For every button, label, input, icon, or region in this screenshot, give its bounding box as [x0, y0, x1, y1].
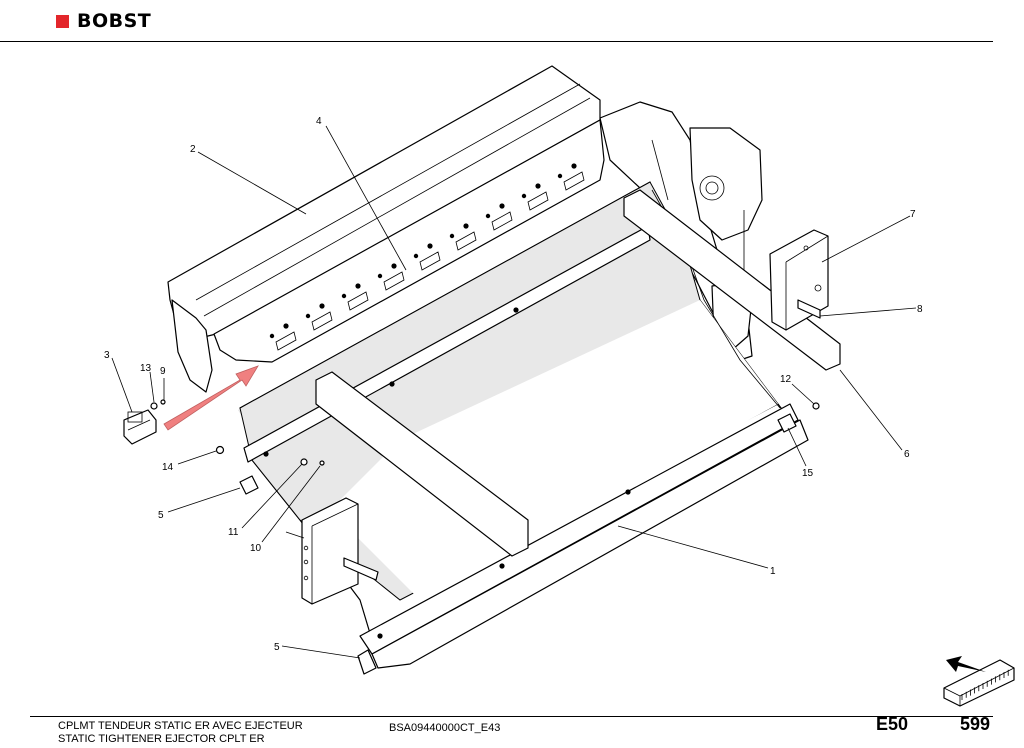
callout-8: 8: [917, 304, 923, 315]
callout-6: 6: [904, 449, 910, 460]
footer-titles: CPLMT TENDEUR STATIC ER AVEC EJECTEUR ST…: [58, 720, 303, 746]
machine-orientation-icon: [943, 656, 1015, 707]
callout-2: 2: [190, 144, 196, 155]
callout-4: 4: [316, 116, 322, 127]
title-english: STATIC TIGHTENER EJECTOR CPLT ER: [58, 733, 265, 745]
clip-part: [123, 409, 157, 445]
header-divider: [0, 41, 993, 42]
ejector-bar: [213, 119, 605, 363]
hinge-5-bottom: [357, 649, 377, 675]
callout-5-top: 5: [158, 510, 164, 521]
callout-7: 7: [910, 209, 916, 220]
footer-divider: [30, 716, 993, 717]
washer-13: [150, 402, 158, 410]
leader-lines: [111, 125, 917, 659]
installation-arrow: [163, 365, 259, 431]
callout-10: 10: [250, 543, 262, 554]
callout-11: 11: [228, 527, 239, 538]
nut-12: [812, 402, 820, 410]
screw-14: [215, 445, 225, 455]
callout-1: 1: [770, 566, 776, 577]
callout-12: 12: [780, 374, 792, 385]
brand-square-icon: [56, 14, 69, 28]
exploded-parts-drawing: 1 2 3 4 5 5 6 7 8 9 10 11 12 13 14 15: [104, 65, 1015, 707]
callout-15: 15: [802, 468, 814, 479]
pin-15: [777, 413, 797, 433]
callout-13: 13: [140, 363, 152, 374]
section-code: E50: [876, 714, 909, 734]
washer-11: [300, 458, 308, 466]
callout-3: 3: [104, 350, 110, 361]
callout-5-bottom: 5: [274, 642, 280, 653]
screw-9: [160, 399, 166, 405]
bearing-bracket-right: [769, 229, 829, 331]
title-french: CPLMT TENDEUR STATIC ER AVEC EJECTEUR: [58, 720, 303, 732]
screw-10: [319, 460, 325, 466]
bearing-bracket-left: [285, 497, 379, 605]
brand-logo: BOBST: [56, 10, 151, 32]
callout-9: 9: [160, 366, 166, 377]
hinge-5-top: [239, 475, 259, 495]
brand-name: BOBST: [77, 10, 152, 32]
page-number: 599: [960, 714, 991, 734]
callout-14: 14: [162, 462, 174, 473]
drawing-reference: BSA09440000CT_E43: [389, 722, 501, 734]
